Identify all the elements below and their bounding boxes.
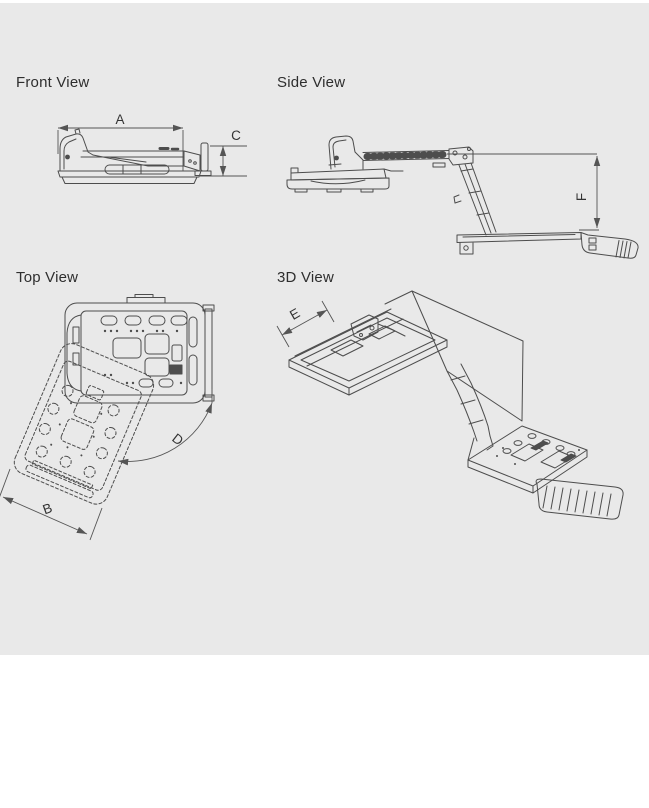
drawings-panel: Front View Side View Top View 3D View xyxy=(0,3,649,655)
side-dim-f-label: F xyxy=(574,193,589,201)
threed-view-title: 3D View xyxy=(277,269,334,286)
front-dim-c-label: C xyxy=(231,128,241,143)
threed-view-drawing: E xyxy=(276,290,624,520)
top-plate-bolt-dots xyxy=(103,329,183,385)
top-view-title: Top View xyxy=(16,269,79,286)
top-dimension-lines xyxy=(0,389,213,541)
spec-table: Length Width Height Swivel range Lengthw… xyxy=(0,655,649,808)
front-view-drawing: A C xyxy=(57,112,247,184)
top-view-drawing: D B xyxy=(0,294,215,541)
threed-body-outline xyxy=(288,290,624,520)
top-dim-d-label: D xyxy=(169,431,186,449)
side-dimension-lines xyxy=(447,153,601,231)
threed-dim-e-label: E xyxy=(287,305,302,322)
threed-dimension-lines xyxy=(276,300,335,348)
front-dim-a-label: A xyxy=(115,112,124,127)
front-view-title: Front View xyxy=(16,74,90,91)
side-view-drawing: F xyxy=(286,135,639,259)
front-body-outline xyxy=(57,128,212,184)
top-plate-swiveled-dashed xyxy=(13,343,155,505)
side-body-outline xyxy=(286,135,639,259)
side-view-title: Side View xyxy=(277,74,346,91)
front-dimension-lines xyxy=(57,124,247,177)
